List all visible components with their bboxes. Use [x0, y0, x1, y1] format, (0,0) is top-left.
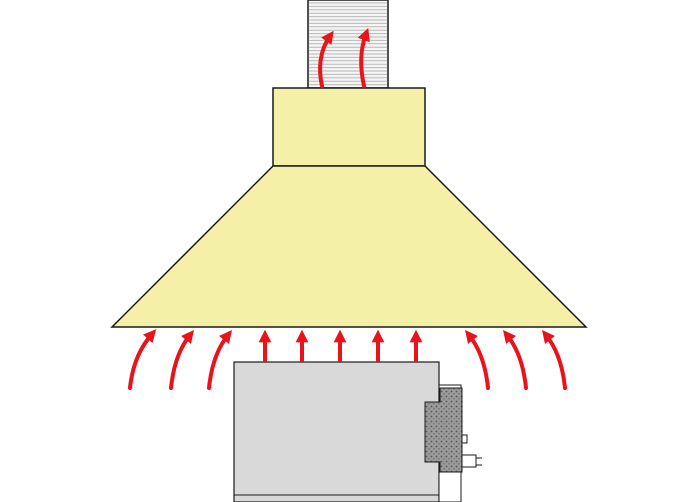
- airflow-arrow-1: [128, 329, 157, 390]
- airflow-arrow-2: [169, 330, 194, 390]
- rising-airflow-arrows: [128, 329, 567, 390]
- airflow-arrow-10: [503, 330, 528, 390]
- appliance-control-panel: [424, 384, 482, 502]
- airflow-arrow-3: [207, 330, 232, 390]
- exhaust-arrow-right: [357, 28, 370, 88]
- exhaust-arrows: [318, 28, 370, 88]
- cooking-appliance: [233, 361, 482, 502]
- airflow-arrow-9: [465, 330, 490, 390]
- control-knob-block: [424, 387, 463, 473]
- airflow-arrow-11: [542, 330, 567, 390]
- hood-collar: [272, 87, 426, 167]
- exhaust-arrow-left: [318, 30, 334, 88]
- hood-canopy: [110, 165, 588, 328]
